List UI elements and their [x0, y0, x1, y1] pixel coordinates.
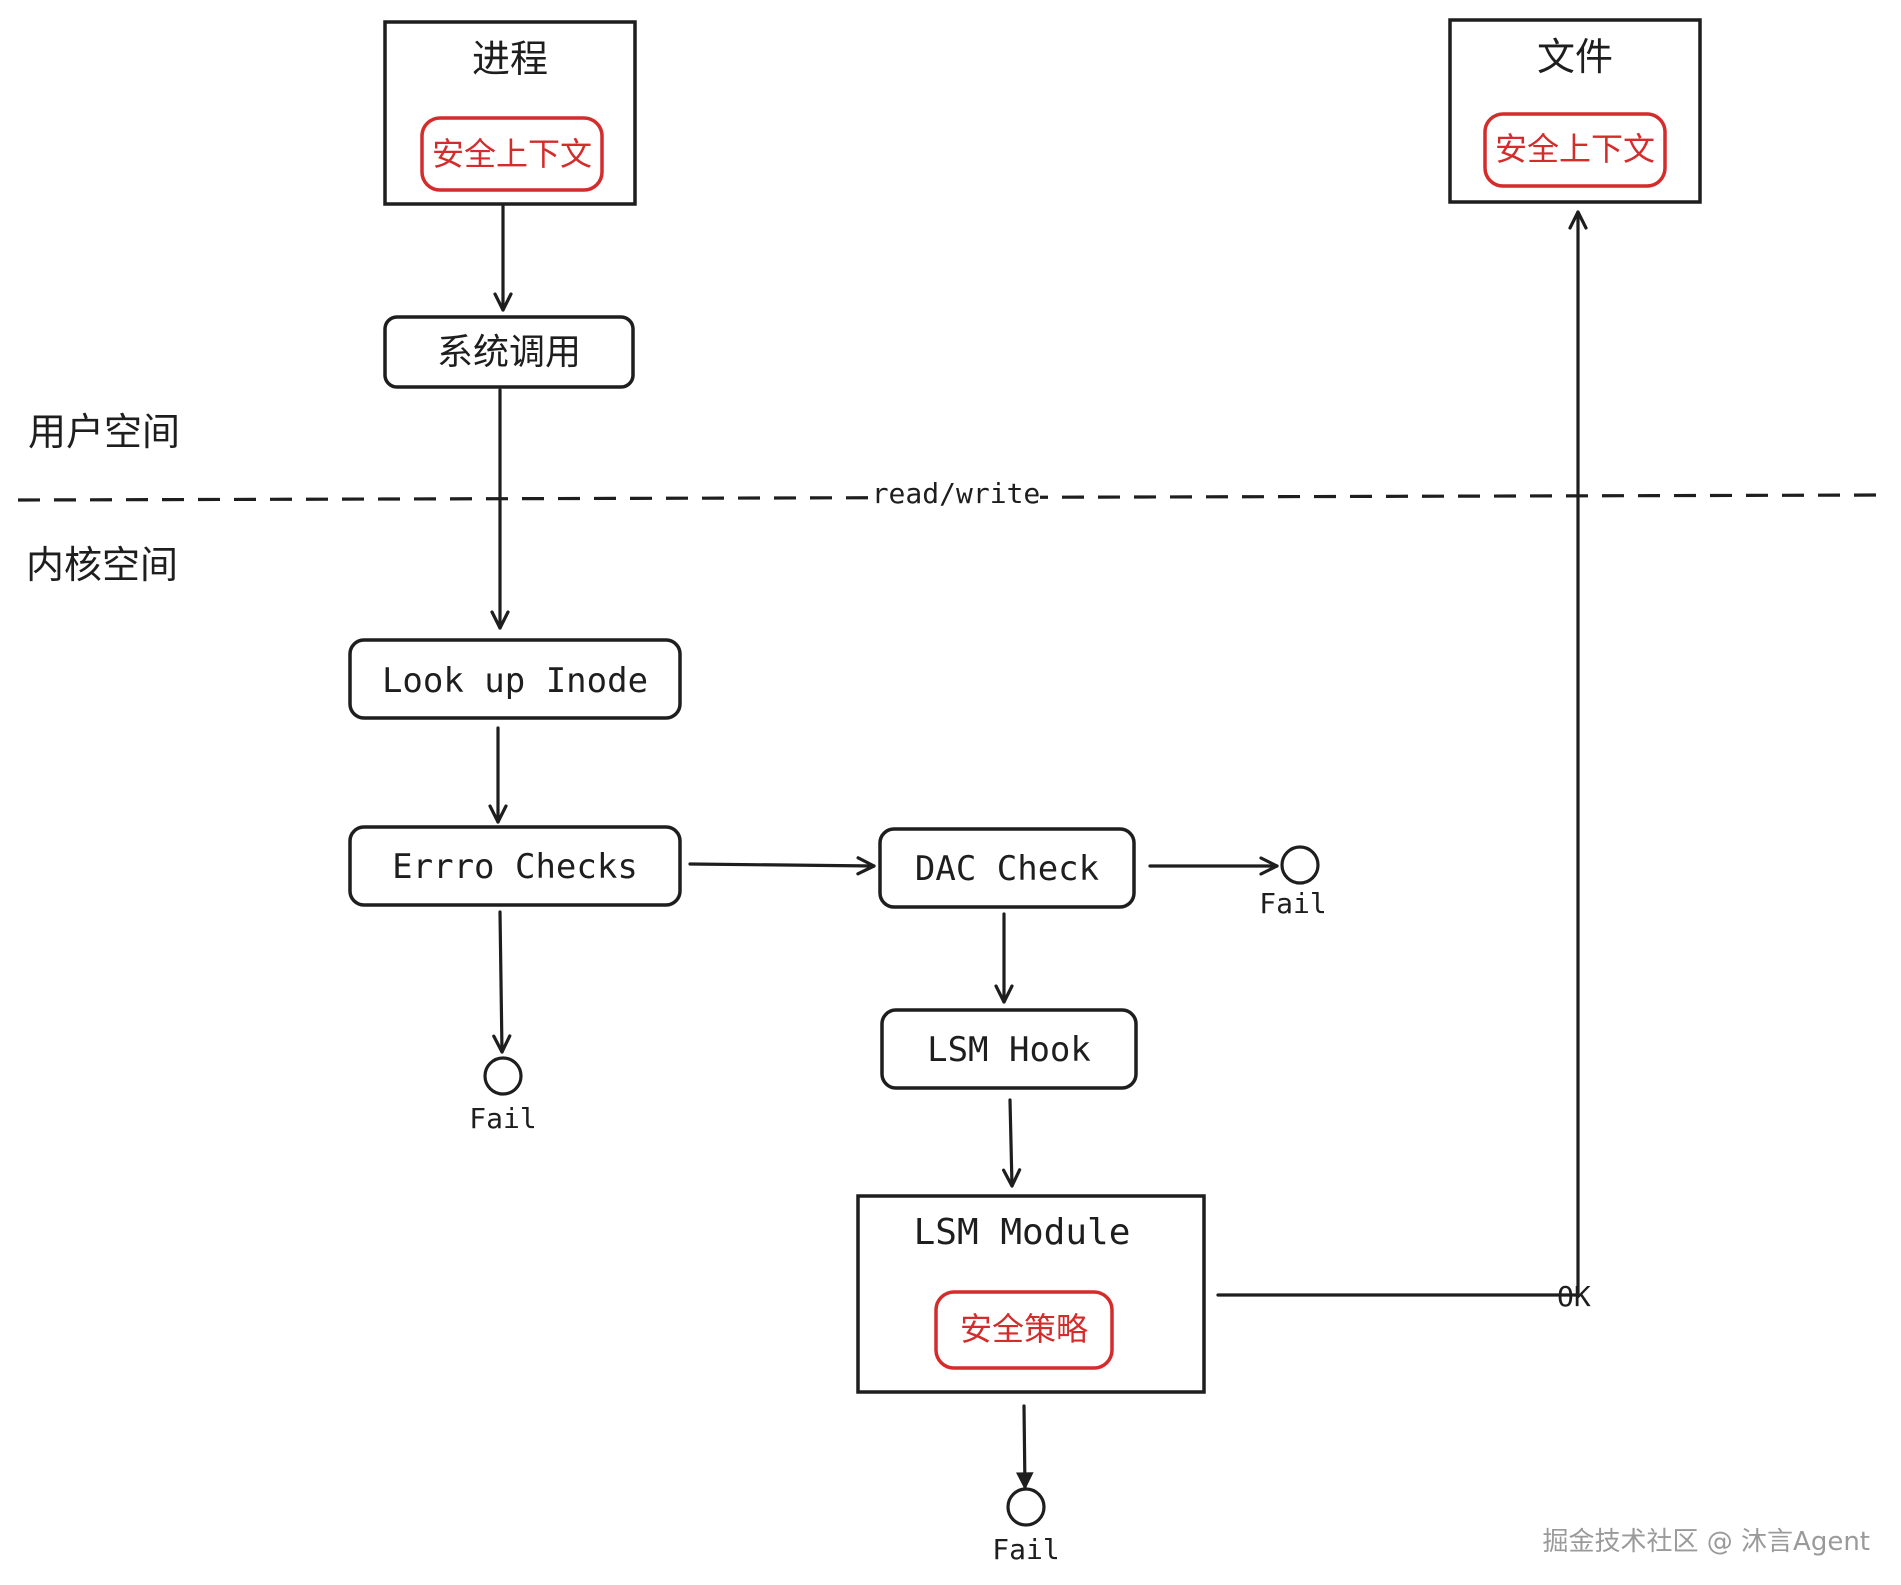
process-security-context: 安全上下文	[432, 135, 592, 173]
dac-check-label: DAC Check	[915, 849, 1099, 889]
lookup-inode-label: Look up Inode	[382, 661, 648, 701]
watermark: 掘金技术社区 @ 沐言Agent	[1543, 1527, 1871, 1557]
fail-label-errro: Fail	[469, 1102, 536, 1135]
file-title: 文件	[1537, 35, 1613, 79]
arrow-errro-to-dac	[688, 856, 876, 876]
syscall-node: 系统调用	[383, 315, 635, 389]
syscall-label: 系统调用	[437, 332, 581, 373]
file-node: 文件 安全上下文	[1448, 18, 1702, 204]
lsm-hook-label: LSM Hook	[927, 1030, 1091, 1070]
process-title: 进程	[472, 37, 548, 81]
arrow-errro-to-fail	[492, 910, 512, 1054]
file-security-context: 安全上下文	[1495, 130, 1655, 168]
read-write-label: read/write	[872, 477, 1041, 510]
lsm-hook-node: LSM Hook	[880, 1008, 1138, 1090]
arrow-module-ok-to-file	[1216, 210, 1588, 1297]
ok-label: OK	[1557, 1280, 1591, 1313]
fail-terminal-errro: Fail	[469, 1056, 537, 1135]
read-write-label-bg	[872, 478, 1040, 508]
arrow-module-to-fail	[1015, 1404, 1034, 1492]
fail-terminal-dac: Fail	[1259, 845, 1327, 920]
errro-checks-node: Errro Checks	[348, 825, 682, 907]
lookup-inode-node: Look up Inode	[348, 638, 682, 720]
fail-label-dac: Fail	[1259, 887, 1326, 920]
lsm-module-node: LSM Module 安全策略	[856, 1194, 1206, 1394]
arrow-lsm-hook-to-module	[1002, 1098, 1022, 1188]
fail-label-lsm: Fail	[992, 1533, 1059, 1566]
lsm-module-security-policy: 安全策略	[960, 1310, 1088, 1348]
process-node: 进程 安全上下文	[383, 20, 637, 206]
kernel-space-label: 内核空间	[26, 543, 178, 587]
fail-terminal-lsm: Fail	[992, 1487, 1060, 1566]
dac-check-node: DAC Check	[878, 827, 1136, 909]
errro-checks-label: Errro Checks	[392, 847, 638, 887]
lsm-module-title: LSM Module	[914, 1212, 1131, 1253]
user-space-label: 用户空间	[28, 410, 180, 454]
